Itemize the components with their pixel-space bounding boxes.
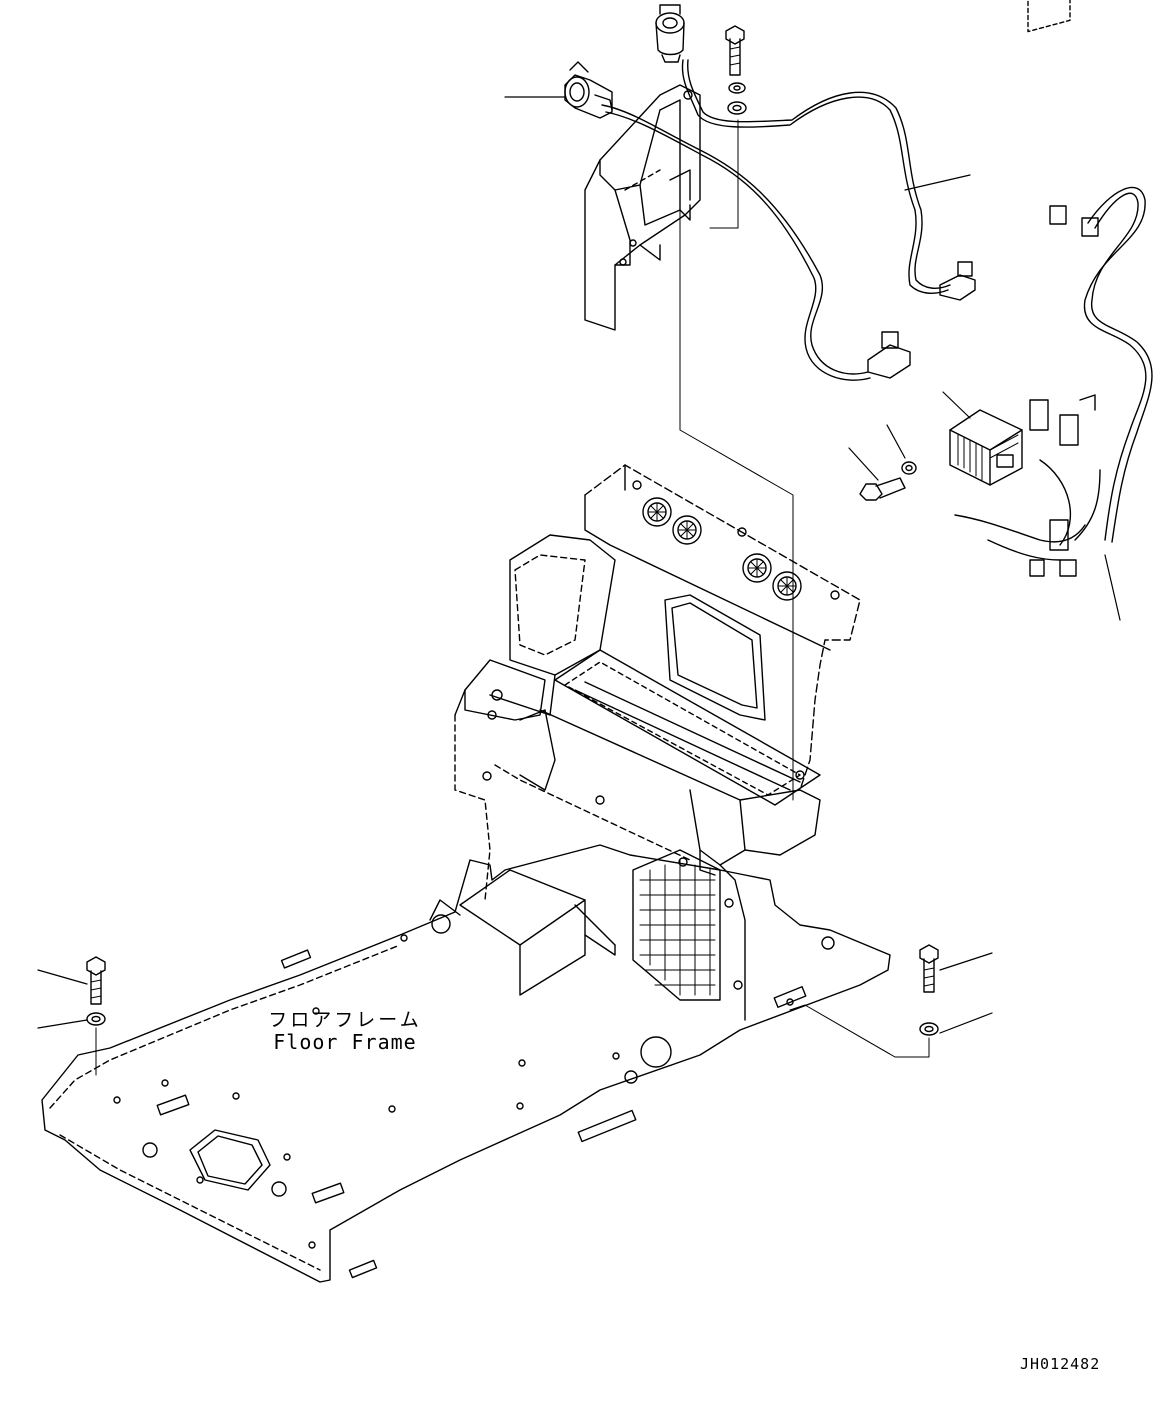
leader-lines (38, 97, 1120, 1033)
assembly-lines (96, 120, 929, 1075)
part-name-en: Floor Frame (273, 1030, 417, 1054)
bolt-icon (860, 478, 905, 500)
fan-icon (743, 554, 771, 582)
washer-icon (920, 1023, 938, 1035)
fan-icon (673, 516, 701, 544)
fan-icon (773, 572, 801, 600)
socket-icon (565, 62, 612, 118)
socket-bracket (585, 85, 700, 330)
bolt-icon (726, 26, 744, 75)
wiring-harness (602, 60, 1152, 560)
bolt-icon (920, 945, 938, 992)
drawing-number: JH012482 (1020, 1355, 1101, 1373)
washer-icon (728, 102, 746, 114)
bolt-icon (87, 957, 105, 1004)
connector-icon (868, 332, 910, 378)
fan-icon (643, 498, 671, 526)
part-name-jp: フロアフレーム (268, 1009, 422, 1031)
washer-icon (729, 83, 745, 93)
connector-icon (940, 262, 975, 300)
washer-icon (902, 462, 916, 474)
fan-icon-group (643, 498, 801, 600)
connector-group (1028, 0, 1098, 576)
washer-icon (87, 1013, 105, 1025)
relay-icon (950, 410, 1022, 485)
cab-seat-frame (455, 465, 860, 1020)
socket-icon (656, 5, 684, 62)
floor-frame-plate (42, 845, 890, 1282)
